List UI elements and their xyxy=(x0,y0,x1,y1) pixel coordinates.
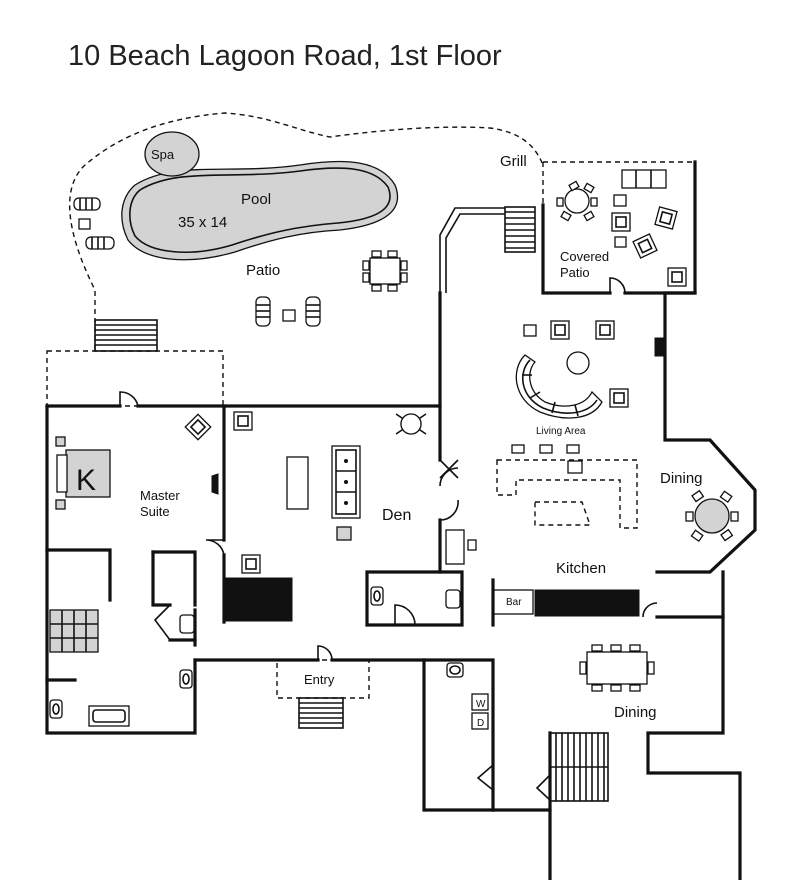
dining-label-2: Dining xyxy=(614,704,657,721)
laundry: W D xyxy=(446,662,489,730)
desk xyxy=(445,529,465,565)
den: Den xyxy=(222,411,477,622)
lounge-chair xyxy=(255,296,271,327)
sectional-sofa xyxy=(515,354,603,419)
grill-label: Grill xyxy=(500,153,527,170)
den-label: Den xyxy=(382,507,411,524)
dining-table xyxy=(586,651,648,685)
side-table xyxy=(282,309,296,322)
lounge-chair xyxy=(305,296,321,327)
dryer-label: D xyxy=(477,718,484,729)
shower-tiles xyxy=(49,609,99,653)
covered-patio: Covered Patio xyxy=(541,160,697,295)
living-area-label: Living Area xyxy=(536,426,586,437)
coffee-table xyxy=(286,456,309,510)
bed-letter: K xyxy=(76,464,96,497)
spa xyxy=(144,131,200,177)
bathtub xyxy=(88,705,130,727)
washer xyxy=(471,693,489,711)
porch-outline xyxy=(46,350,224,407)
pool-size-label: 35 x 14 xyxy=(178,214,227,231)
living-area: Living Area xyxy=(496,320,664,529)
kitchen-counter xyxy=(534,589,640,617)
master-suite: K Master Suite xyxy=(49,413,219,727)
floor-plan-title: 10 Beach Lagoon Road, 1st Floor xyxy=(68,40,502,72)
dining-room: Dining xyxy=(579,644,657,721)
lounge-chair xyxy=(85,236,115,250)
pool-deck-outline xyxy=(68,112,544,350)
washer-label: W xyxy=(476,699,486,710)
entry: Entry xyxy=(276,659,370,729)
covered-patio-label-1: Covered xyxy=(560,249,609,264)
round-patio-table xyxy=(556,180,598,222)
sink xyxy=(49,699,63,719)
dryer xyxy=(471,712,489,730)
sink xyxy=(446,662,464,678)
master-label-1: Master xyxy=(140,488,180,503)
king-bed xyxy=(65,449,111,498)
pool xyxy=(121,160,399,261)
pool-label: Pool xyxy=(241,191,271,208)
spa-label: Spa xyxy=(151,147,175,162)
lounge-chair xyxy=(73,197,101,211)
bar-counter xyxy=(492,589,534,615)
toilet xyxy=(445,589,461,609)
dining-label-1: Dining xyxy=(660,470,703,487)
ottoman xyxy=(566,351,590,375)
dining-octagon: Dining xyxy=(660,470,739,543)
grill xyxy=(621,169,667,189)
patio-steps xyxy=(94,319,158,352)
entry-label: Entry xyxy=(304,672,335,687)
covered-patio-label-2: Patio xyxy=(560,265,590,280)
lower-stairs xyxy=(549,732,609,802)
side-table xyxy=(78,218,91,230)
master-label-2: Suite xyxy=(140,504,170,519)
toilet xyxy=(179,614,195,634)
den-cabinet xyxy=(222,577,293,622)
house-walls xyxy=(45,291,757,880)
patio-label: Patio xyxy=(246,262,280,279)
kitchen-label: Kitchen xyxy=(556,560,606,577)
patio-table xyxy=(362,250,408,292)
sink xyxy=(179,669,193,689)
bar-label: Bar xyxy=(506,597,522,608)
pool-area: Spa Pool 35 x 14 Patio xyxy=(46,112,544,407)
deck-stairs: Grill xyxy=(439,153,536,293)
